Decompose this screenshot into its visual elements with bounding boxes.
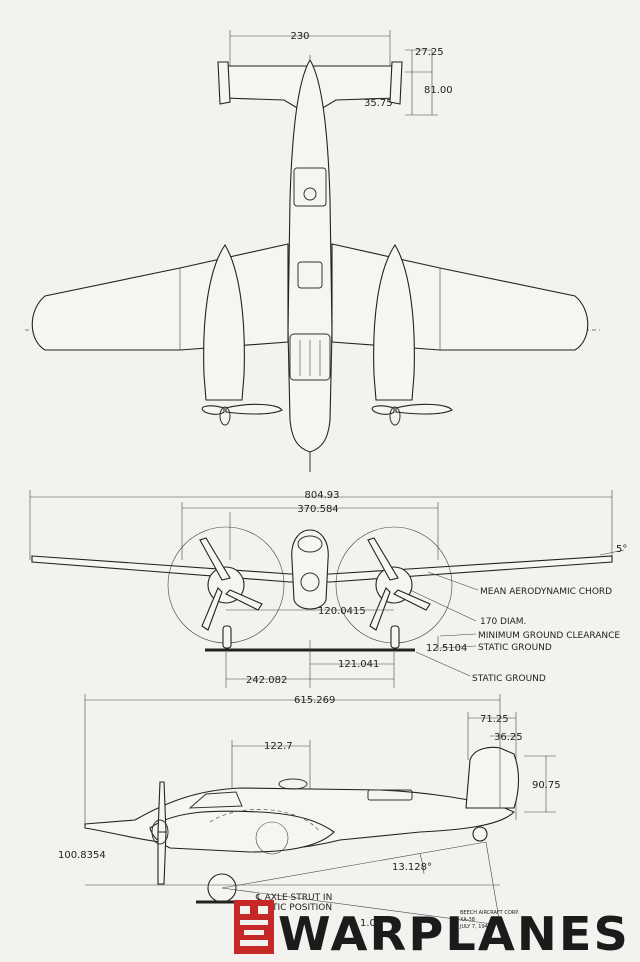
nose-dim-label: 122.7 (264, 741, 293, 752)
title-block-line3: JULY 7, 1944 (459, 924, 491, 930)
warplanes-wordmark: WARPLANES (278, 907, 630, 961)
callout-static-ground-1: STATIC GROUND (478, 643, 552, 653)
length-label: 615.269 (294, 695, 335, 706)
tail-dim-2: 36.25 (494, 732, 523, 743)
dim-35-75: 35.75 (364, 98, 393, 109)
title-block: BEECH AIRCRAFT CORP. XA-38 JULY 7, 1944 (459, 910, 519, 930)
warplanes-logo-icon (234, 900, 274, 954)
dihedral-label: 5° (616, 544, 627, 555)
left-wing (31, 243, 289, 351)
warplanes-watermark: WARPLANES (234, 900, 630, 961)
front-fuselage (291, 529, 329, 610)
title-block-line2: XA-38 (460, 917, 475, 923)
gear-track-label: 242.082 (246, 675, 287, 686)
tail-dim-1: 71.25 (480, 714, 509, 725)
callout-min-clearance: MINIMUM GROUND CLEARANCE (478, 631, 620, 641)
right-wing (331, 243, 589, 351)
hub-label: 120.0415 (318, 606, 366, 617)
title-block-line1: BEECH AIRCRAFT CORP. (460, 910, 519, 916)
callout-static-ground-2: STATIC GROUND (472, 674, 546, 684)
clearance-label: 12.5104 (426, 643, 467, 654)
right-nacelle (373, 243, 415, 401)
dim-27-25: 27.25 (415, 47, 444, 58)
tail-fin (465, 746, 520, 809)
tail-wheel (472, 826, 488, 842)
callout-prop-diam: 170 DIAM. (480, 617, 526, 627)
axle-note-1: ℄ AXLE STRUT IN (255, 893, 332, 903)
fin-height-label: 90.75 (532, 780, 561, 791)
partial-dim: 1.0 (360, 918, 376, 929)
height-label: 100.8354 (58, 850, 106, 861)
angle-label: 13.128° (392, 862, 432, 873)
tail-span-label: 230 (290, 31, 309, 42)
gear-half-label: 121.041 (338, 659, 379, 670)
fuselage-top (287, 58, 333, 453)
top-view: 230 27.25 81.00 35.75 (25, 30, 600, 475)
left-nacelle (203, 243, 245, 401)
dim-81-00: 81.00 (424, 85, 453, 96)
front-view: 804.93 370.584 5° 120.0415 (29, 490, 627, 688)
span-label: 804.93 (305, 490, 340, 501)
track-label: 370.584 (297, 504, 338, 515)
callout-mac: MEAN AERODYNAMIC CHORD (480, 587, 612, 597)
side-view: 615.269 122.7 71.25 36.25 90.75 (58, 694, 561, 929)
axle-note-2: STATIC POSITION (256, 903, 332, 913)
